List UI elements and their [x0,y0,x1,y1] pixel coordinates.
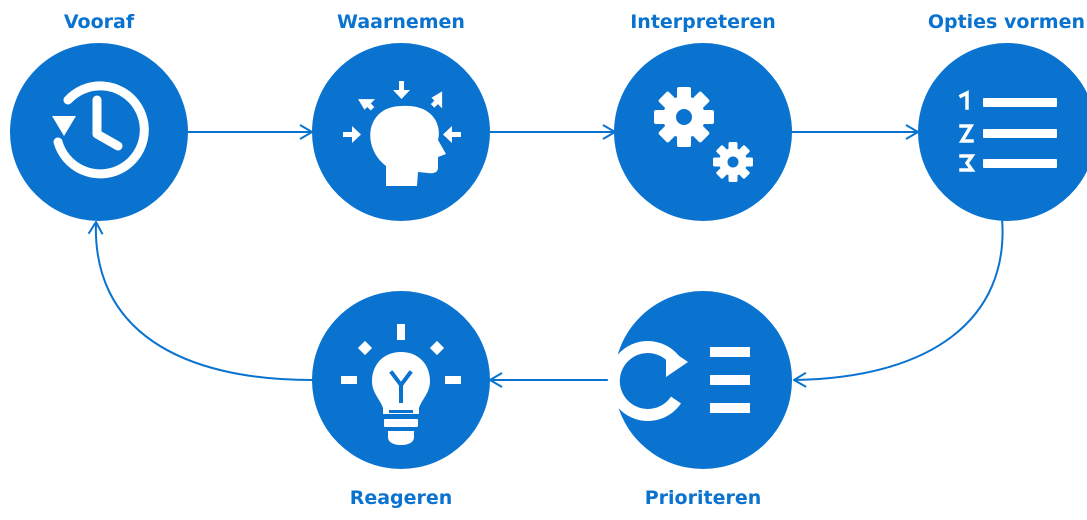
connector-reageren-vooraf [96,222,313,381]
step-label-opties-vormen: Opties vormen [927,11,1085,33]
step-label-reageren: Reageren [349,487,453,509]
lightbulb-icon [341,324,461,445]
gears-icon [654,87,753,182]
connectors [96,132,1004,381]
step-label-waarnemen: Waarnemen [337,11,465,33]
step-label-interpreteren: Interpreteren [630,11,776,33]
step-circles [10,43,1087,469]
perception-head-icon [343,81,461,186]
step-circle-prioriteren [614,291,792,469]
reorder-list-icon [607,341,750,421]
step-label-prioriteren: Prioriteren [644,487,762,509]
numbered-list-icon [958,90,1057,172]
step-label-vooraf: Vooraf [63,11,135,33]
connector-opties-prioriteren [794,217,1004,380]
history-clock-icon [52,81,149,179]
